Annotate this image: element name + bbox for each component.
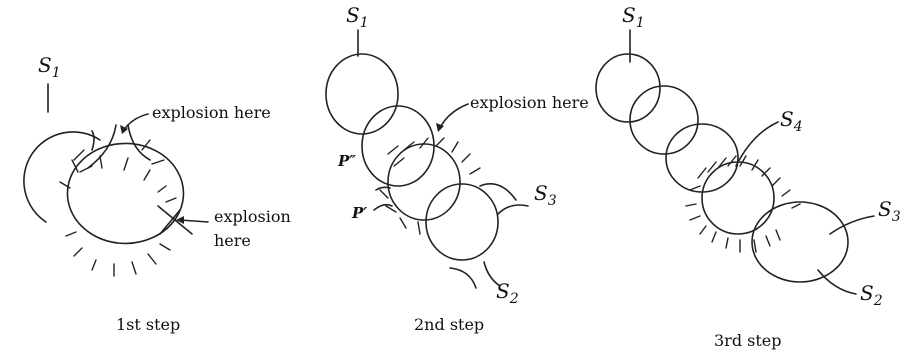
lower-circle-hatching [59, 155, 177, 277]
circle-3-p2 [387, 143, 461, 221]
explosion-right-label-1: explosion [214, 207, 291, 226]
circle-1-p2 [325, 53, 399, 135]
band-hatching-p2 [379, 137, 481, 235]
circle-4-p2 [425, 183, 499, 261]
circle-2-p3 [629, 85, 699, 155]
explosion-right-arrowhead [176, 216, 184, 224]
explosion-top-arrow [123, 113, 149, 131]
p-prime-label: P′ [351, 204, 367, 222]
explosion-right-label-2: here [214, 231, 251, 250]
explosion-arrowhead-p2 [436, 123, 444, 132]
step-label-2: 2nd step [414, 315, 484, 334]
s1-label-3: S1 [622, 3, 645, 31]
circle-lower [66, 142, 185, 245]
explosion-right-arrow [179, 219, 209, 223]
explosion-top-curves [87, 124, 151, 169]
circle-3-p3 [665, 123, 739, 193]
s2-curves [449, 261, 501, 289]
panel-3rd-step: S1 S4 S3 S2 [595, 3, 901, 350]
s4-pointer [735, 121, 779, 167]
panel-1st-step: S1 explosion here explosion here [23, 53, 291, 334]
s1-label: S1 [38, 53, 61, 81]
explosion-label-p2: explosion here [470, 93, 589, 112]
explosion-arrow-p2 [439, 103, 469, 129]
s4-label: S4 [780, 107, 803, 135]
circle-1-p3 [595, 53, 661, 123]
explosion-top-label: explosion here [152, 103, 271, 122]
step-label-1: 1st step [116, 315, 180, 334]
explosion-top-arrowhead [120, 125, 128, 134]
p-double-prime-label: P″ [337, 152, 356, 170]
explosion-top-hatching [73, 139, 165, 173]
s3-label-p2: S3 [534, 181, 557, 209]
p-prime-curves [373, 186, 393, 211]
s2-label-p3: S2 [860, 281, 883, 309]
s1-label-2: S1 [346, 3, 369, 31]
s2-label-p2: S2 [496, 279, 519, 307]
s3-label-p3: S3 [878, 197, 901, 225]
s3-curves [479, 183, 529, 215]
s3-pointer-p3 [829, 215, 875, 235]
explosion-right-cross [157, 205, 193, 235]
s2-pointer-p3 [817, 269, 857, 295]
circle-4-p3 [701, 161, 775, 235]
circle-s1 [23, 131, 101, 223]
band-hatching-p3 [685, 155, 801, 253]
panel-2nd-step: S1 explosion here S3 S2 [325, 3, 589, 334]
circle-5-p3 [751, 201, 849, 283]
step-label-3: 3rd step [714, 331, 782, 350]
